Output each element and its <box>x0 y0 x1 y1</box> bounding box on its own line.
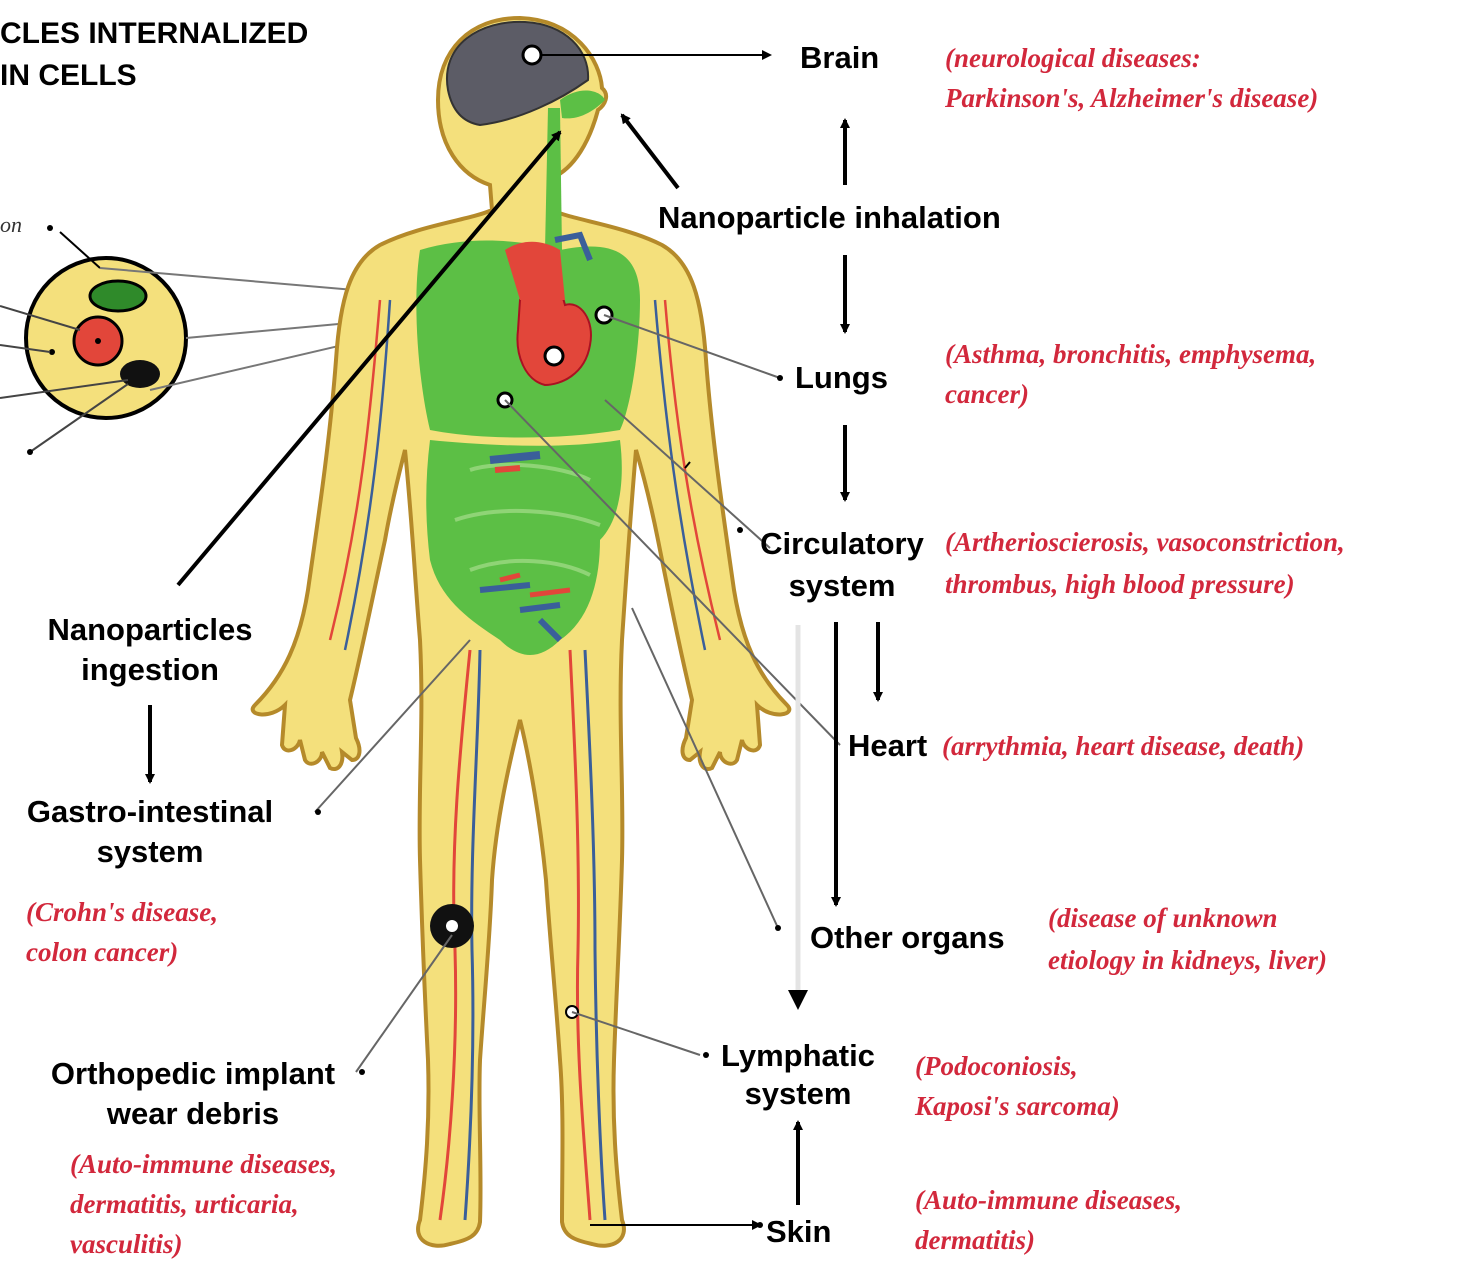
lymphatic-disease-line-1: (Podoconiosis, <box>915 1046 1078 1086</box>
inhalation-label: Nanoparticle inhalation <box>658 198 1001 238</box>
lungs-label: Lungs <box>795 358 888 398</box>
ortho-label-line-1: Orthopedic implant <box>28 1054 358 1094</box>
ortho-disease-line-1: (Auto-immune diseases, <box>70 1144 337 1184</box>
title-line-2: IN CELLS <box>0 56 137 96</box>
skin-disease-line-2: dermatitis) <box>915 1220 1035 1260</box>
gi-label-line-1: Gastro-intestinal <box>0 792 300 832</box>
lymphatic-disease-line-2: Kaposi's sarcoma) <box>915 1086 1120 1126</box>
vesicle-shape <box>120 360 160 388</box>
cell-partial-label: on <box>0 212 22 238</box>
ortho-disease-line-3: vasculitis) <box>70 1224 183 1264</box>
other-organs-label: Other organs <box>810 918 1005 958</box>
lymphatic-label-line-1: Lymphatic <box>708 1036 888 1076</box>
gi-label-line-2: system <box>0 832 300 872</box>
brain-disease-line-2: Parkinson's, Alzheimer's disease) <box>945 78 1318 118</box>
lungs-disease-line-2: cancer) <box>945 374 1029 414</box>
mitochondrion-shape <box>90 281 146 311</box>
gi-disease-line-1: (Crohn's disease, <box>26 892 218 932</box>
lungs-disease-line-1: (Asthma, bronchitis, emphysema, <box>945 334 1316 374</box>
lymphatic-label-line-2: system <box>708 1074 888 1114</box>
ingestion-label-line-1: Nanoparticles <box>20 610 280 650</box>
heart-label: Heart <box>848 726 927 766</box>
heart-disease: (arrythmia, heart disease, death) <box>942 726 1304 766</box>
circulatory-label-line-1: Circulatory <box>748 524 936 564</box>
skin-label: Skin <box>766 1212 831 1252</box>
circulatory-label-line-2: system <box>748 566 936 606</box>
other-organs-disease-line-2: etiology in kidneys, liver) <box>1048 940 1327 980</box>
title-line-1: CLES INTERNALIZED <box>0 14 308 54</box>
inhalation-to-nose-arrow <box>622 115 678 188</box>
brain-label: Brain <box>800 38 879 78</box>
brain-disease-line-1: (neurological diseases: <box>945 38 1201 78</box>
circulatory-disease-line-1: (Artherioscierosis, vasoconstriction, <box>945 522 1345 562</box>
ortho-disease-line-2: dermatitis, urticaria, <box>70 1184 299 1224</box>
circulatory-disease-line-2: thrombus, high blood pressure) <box>945 564 1295 604</box>
gi-disease-line-2: colon cancer) <box>26 932 178 972</box>
ingestion-label-line-2: ingestion <box>20 650 280 690</box>
ortho-label-line-2: wear debris <box>28 1094 358 1134</box>
other-organs-disease-line-1: (disease of unknown <box>1048 898 1278 938</box>
skin-disease-line-1: (Auto-immune diseases, <box>915 1180 1182 1220</box>
